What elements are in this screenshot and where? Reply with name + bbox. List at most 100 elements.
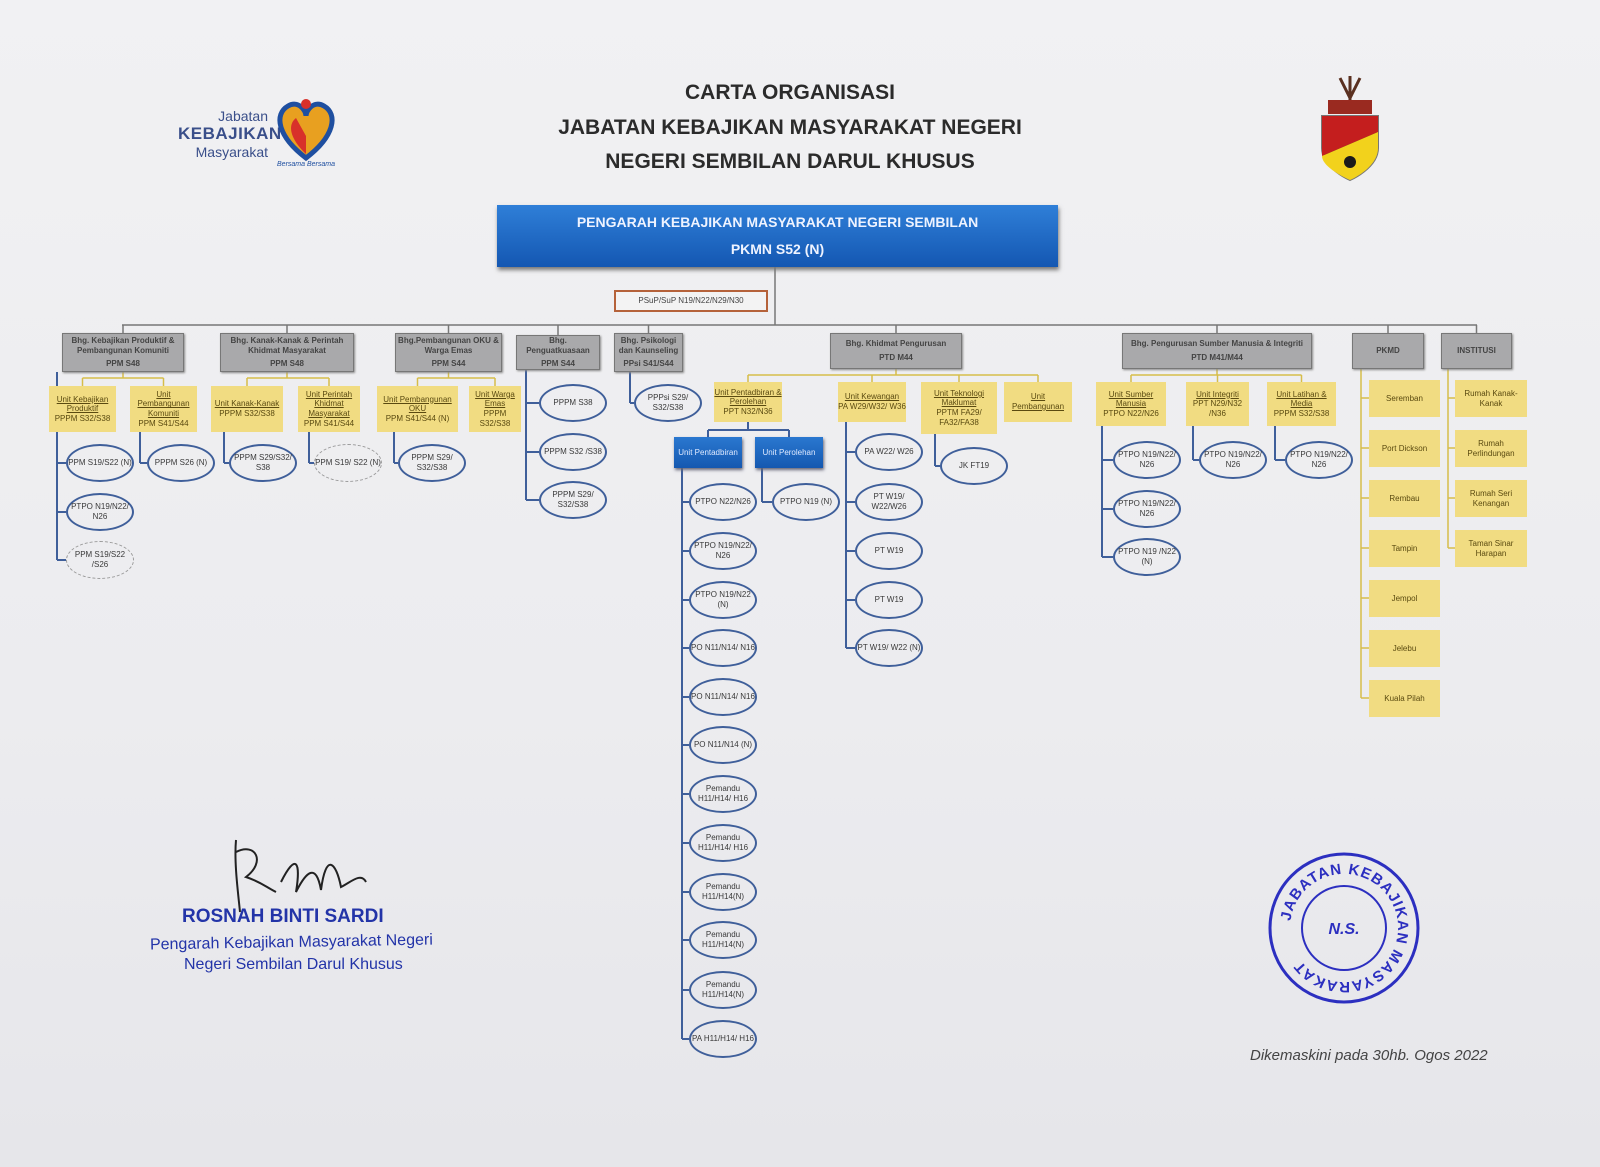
org-node-i4[interactable]: Taman Sinar Harapan — [1455, 530, 1527, 567]
node-text: PT W19 — [874, 595, 904, 605]
post-ellipse[interactable]: PTPO N19 (N) — [772, 483, 840, 521]
last-updated: Dikemaskini pada 30hb. Ogos 2022 — [1250, 1047, 1488, 1064]
node-text: Unit Perolehan — [762, 447, 816, 457]
org-node-k2[interactable]: Port Dickson — [1369, 430, 1440, 467]
post-ellipse[interactable]: JK FT19 — [940, 447, 1008, 485]
post-ellipse[interactable]: PPPM S29/ S32/S38 — [398, 444, 466, 482]
org-node-d7[interactable]: Bhg. Pengurusan Sumber Manusia & Integri… — [1122, 333, 1312, 369]
org-node-k1[interactable]: Seremban — [1369, 380, 1440, 417]
department-name: JABATAN KEBAJIKAN MASYARAKAT NEGERI — [558, 116, 1022, 139]
node-text: PPM S44 — [541, 359, 575, 369]
post-ellipse[interactable]: PPM S19/S22 (N) — [66, 444, 134, 482]
node-text: Bhg.Pembangunan OKU & Warga Emas — [398, 336, 499, 355]
org-node-k4[interactable]: Tampin — [1369, 530, 1440, 567]
post-ellipse[interactable]: Pemandu H11/H14/ H16 — [689, 824, 757, 862]
node-text: PPM S44 — [431, 359, 466, 369]
node-text: PA W29/W32/ W36 — [838, 402, 906, 411]
org-node-i1[interactable]: Rumah Kanak-Kanak — [1455, 380, 1527, 417]
node-text: Jempol — [1391, 593, 1418, 603]
org-node-i3[interactable]: Rumah Seri Kenangan — [1455, 480, 1527, 517]
node-text: Unit Perintah Khidmat Masyarakat — [305, 389, 353, 418]
post-ellipse[interactable]: PTPO N19/N22/ N26 — [66, 493, 134, 531]
post-ellipse[interactable]: PT W19/ W22/W26 — [855, 483, 923, 521]
post-ellipse[interactable]: PPPsi S29/ S32/S38 — [634, 384, 702, 422]
psup-box[interactable]: PSuP/SuP N19/N22/N29/N30 — [614, 290, 768, 312]
node-text: Pemandu H11/H14/ H16 — [697, 833, 749, 852]
post-ellipse[interactable]: PTPO N19/N22/ N26 — [1199, 441, 1267, 479]
state-crest-icon — [1321, 76, 1379, 182]
post-ellipse[interactable]: Pemandu H11/H14(N) — [689, 971, 757, 1009]
node-text: PO N11/N14/ N16 — [691, 643, 755, 653]
post-ellipse[interactable]: PTPO N19/N22/ N26 — [1113, 441, 1181, 479]
director-box[interactable]: PENGARAH KEBAJIKAN MASYARAKAT NEGERI SEM… — [497, 205, 1058, 267]
post-ellipse[interactable]: PTPO N22/N26 — [689, 483, 757, 521]
post-ellipse[interactable]: PA W22/ W26 — [855, 433, 923, 471]
post-ellipse[interactable]: PTPO N19/N22/ N26 — [1113, 490, 1181, 528]
post-ellipse[interactable]: PPM S19/ S22 (N) — [314, 444, 382, 482]
post-ellipse[interactable]: PPPM S29/ S32/S38 — [539, 481, 607, 519]
org-node-k6[interactable]: Jelebu — [1369, 630, 1440, 667]
node-text: PTPO N22/N26 — [1103, 408, 1159, 418]
org-node-k7[interactable]: Kuala Pilah — [1369, 680, 1440, 717]
node-text: Unit Kebajikan Produktif — [56, 394, 109, 414]
post-ellipse[interactable]: Pemandu H11/H14(N) — [689, 921, 757, 959]
org-node-d1[interactable]: Bhg. Kebajikan Produktif & Pembangunan K… — [62, 333, 184, 372]
director-grade: PKMN S52 (N) — [730, 241, 825, 257]
node-text: Rembau — [1389, 493, 1420, 503]
org-node-d2[interactable]: Bhg. Kanak-Kanak & Perintah Khidmat Masy… — [220, 333, 354, 372]
post-ellipse[interactable]: PO N11/N14 (N) — [689, 726, 757, 764]
org-node-d8[interactable]: PKMD — [1352, 333, 1424, 369]
chart-title: CARTA ORGANISASI — [685, 81, 895, 104]
post-ellipse[interactable]: PT W19/ W22 (N) — [855, 629, 923, 667]
official-stamp: JABATAN KEBAJIKAN MASYARAKAT N.S. — [1268, 852, 1420, 1004]
node-text: PTPO N19/N22/ N26 — [1118, 450, 1176, 469]
post-ellipse[interactable]: PO N11/N14/ N16 — [689, 678, 757, 716]
post-ellipse[interactable]: PT W19 — [855, 581, 923, 619]
post-ellipse[interactable]: PTPO N19 /N22 (N) — [1113, 538, 1181, 576]
post-ellipse[interactable]: PPPM S38 — [539, 384, 607, 422]
org-node-u6d[interactable]: Unit Pembangunan — [1004, 382, 1072, 422]
post-ellipse[interactable]: PPPM S32 /S38 — [539, 433, 607, 471]
node-text: PTPO N19/N22/ N26 — [694, 541, 752, 560]
node-text: PPPM S32 /S38 — [544, 447, 602, 457]
org-node-b1[interactable]: Unit Pentadbiran — [674, 437, 742, 468]
org-node-b2[interactable]: Unit Perolehan — [755, 437, 823, 468]
org-node-i2[interactable]: Rumah Perlindungan — [1455, 430, 1527, 467]
node-text: Port Dickson — [1381, 443, 1428, 453]
node-text: PTPO N19/N22/ N26 — [1204, 450, 1262, 469]
post-ellipse[interactable]: PO N11/N14/ N16 — [689, 629, 757, 667]
post-ellipse[interactable]: Pemandu H11/H14/ H16 — [689, 775, 757, 813]
post-ellipse[interactable]: PTPO N19/N22/ N26 — [689, 532, 757, 570]
post-ellipse[interactable]: PTPO N19/N22 (N) — [689, 581, 757, 619]
post-ellipse[interactable]: PPM S19/S22 /S26 — [66, 541, 134, 579]
org-node-k5[interactable]: Jempol — [1369, 580, 1440, 617]
org-node-k3[interactable]: Rembau — [1369, 480, 1440, 517]
org-node-d9[interactable]: INSTITUSI — [1441, 333, 1512, 369]
post-ellipse[interactable]: PTPO N19/N22/ N26 — [1285, 441, 1353, 479]
post-ellipse[interactable]: PA H11/H14/ H16 — [689, 1020, 757, 1058]
node-text: Seremban — [1386, 393, 1423, 403]
node-text: PTPO N19/N22/ N26 — [1118, 499, 1176, 518]
post-ellipse[interactable]: Pemandu H11/H14(N) — [689, 873, 757, 911]
node-text: PPPM S29/S32/ S38 — [234, 453, 292, 472]
post-ellipse[interactable]: PT W19 — [855, 532, 923, 570]
post-ellipse[interactable]: PPPM S26 (N) — [147, 444, 215, 482]
node-text: Bhg. Kebajikan Produktif & Pembangunan K… — [71, 336, 175, 355]
post-ellipse[interactable]: PPPM S29/S32/ S38 — [229, 444, 297, 482]
